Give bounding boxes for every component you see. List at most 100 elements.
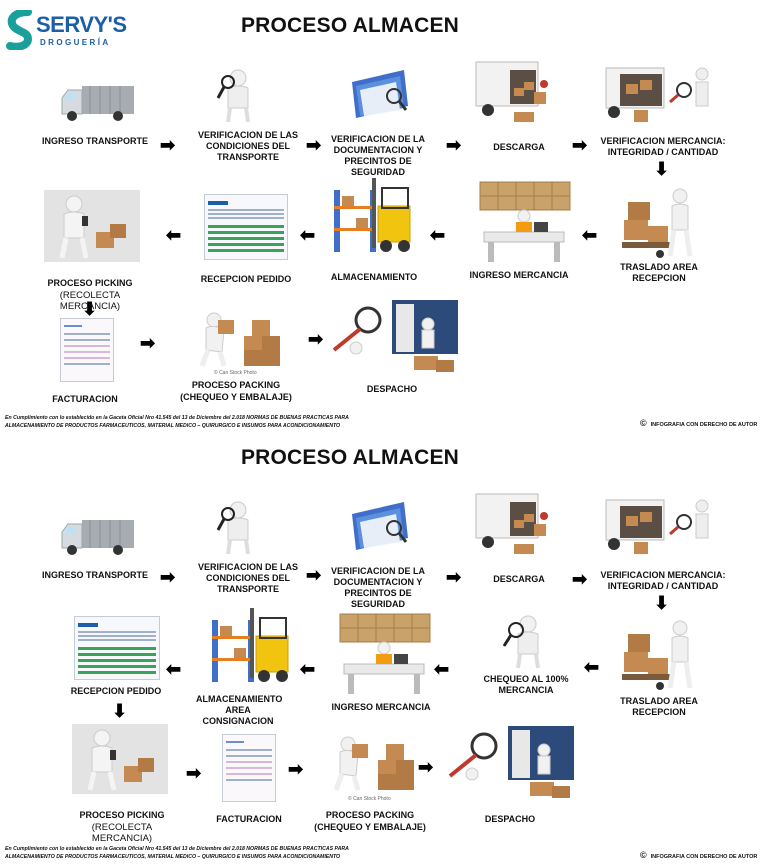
bottom-arrow-right: ➡ — [160, 567, 176, 587]
top-goods-entry-desk-icon — [479, 181, 571, 262]
bottom-packing-person-icon — [333, 736, 414, 791]
bottom-arrow-left: ⬅ — [584, 657, 600, 677]
top-label-ingreso-mercancia: INGRESO MERCANCIA — [469, 270, 569, 280]
bottom-footer-line2: ALMACENAMIENTO DE PRODUCTOS FARMACEUTICO… — [5, 854, 341, 860]
top-label-proceso-packing-sub: (CHEQUEO Y EMBALAJE) — [180, 392, 292, 402]
top-dispatch-truck-icon — [332, 300, 458, 372]
top-label-almacenamiento: ALMACENAMIENTO — [330, 272, 418, 282]
top-inspector-magnifier-icon — [216, 69, 250, 122]
bottom-inspector-magnifier-icon — [216, 501, 250, 554]
top-arrow-left: ⬅ — [430, 225, 446, 245]
bottom-label-despacho: DESPACHO — [484, 814, 536, 824]
top-verify-goods-icon — [605, 67, 709, 122]
top-arrow-left: ⬅ — [300, 225, 316, 245]
top-forklift-icon — [334, 178, 411, 252]
bottom-label-proceso-packing: PROCESO PACKING — [325, 810, 415, 820]
top-label-proceso-picking: PROCESO PICKING — [47, 278, 133, 288]
bottom-arrow-right: ➡ — [446, 567, 462, 587]
copyright-text: INFOGRAFIA CON DERECHO DE AUTOR — [650, 422, 758, 428]
bottom-footer-line1: En Cumplimiento con lo establecido en la… — [5, 846, 349, 852]
bottom-label-verificacion-mercancia: VERIFICACION MERCANCIA: INTEGRIDAD / CAN… — [600, 570, 726, 591]
bottom-label-ingreso-transporte: INGRESO TRANSPORTE — [41, 570, 148, 580]
bottom-forklift-icon — [212, 608, 289, 682]
bottom-label-proceso-picking: PROCESO PICKING — [79, 810, 165, 820]
top-footer-line2: ALMACENAMIENTO DE PRODUCTOS FARMACEUTICO… — [5, 423, 341, 429]
bottom-arrow-right: ➡ — [418, 757, 434, 777]
top-label-verificacion-condiciones: VERIFICACION DE LAS CONDICIONES DEL TRAN… — [197, 130, 298, 162]
top-label-proceso-packing: PROCESO PACKING — [191, 380, 281, 390]
copyright-icon: © — [640, 418, 647, 428]
top-watermark: © Can Stock Photo — [214, 370, 257, 376]
copyright-text: INFOGRAFIA CON DERECHO DE AUTOR — [650, 854, 758, 860]
bottom-arrow-down: ⬇ — [654, 593, 670, 613]
top-arrow-right: ➡ — [446, 135, 462, 155]
bottom-label-verificacion-condiciones: VERIFICACION DE LAS CONDICIONES DEL TRAN… — [197, 562, 298, 594]
bottom-goods-entry-desk-icon — [339, 613, 431, 694]
top-arrow-right: ➡ — [160, 135, 176, 155]
bottom-label-chequeo: CHEQUEO AL 100% MERCANCIA — [483, 674, 569, 695]
bottom-label-traslado-area: TRASLADO AREA RECEPCION — [620, 696, 698, 717]
bottom-copyright: ©INFOGRAFIA CON DERECHO DE AUTOR — [640, 850, 757, 860]
bottom-label-recepcion-pedido: RECEPCION PEDIDO — [70, 686, 162, 696]
bottom-arrow-right: ➡ — [186, 763, 202, 783]
bottom-invoice-document — [222, 734, 276, 802]
bottom-hand-truck-icon — [622, 620, 693, 690]
top-footer-line1: En Cumplimiento con lo establecido en la… — [5, 415, 349, 421]
top-label-verificacion-mercancia: VERIFICACION MERCANCIA: INTEGRIDAD / CAN… — [600, 136, 726, 157]
logo-subtitle-text: DROGUERÍA — [40, 38, 111, 47]
bottom-unloading-truck-icon — [475, 493, 548, 554]
top-copyright: ©INFOGRAFIA CON DERECHO DE AUTOR — [640, 418, 757, 428]
top-arrow-left: ⬅ — [582, 225, 598, 245]
bottom-check-magnifier-icon — [502, 615, 540, 668]
bottom-arrow-down: ⬇ — [112, 701, 128, 721]
top-packing-person-icon — [199, 312, 280, 367]
top-arrow-down: ⬇ — [654, 159, 670, 179]
top-label-facturacion: FACTURACION — [52, 394, 118, 404]
bottom-label-descarga: DESCARGA — [493, 574, 545, 584]
top-folders-icon — [352, 70, 408, 118]
bottom-watermark: © Can Stock Photo — [348, 796, 391, 802]
top-title: PROCESO ALMACEN — [240, 14, 460, 37]
copyright-icon: © — [640, 850, 647, 860]
top-label-proceso-picking-sub: (RECOLECTA MERCANCIA) — [59, 290, 121, 312]
top-arrow-down: ⬇ — [82, 299, 98, 319]
logo-emblem-icon — [6, 10, 33, 50]
top-arrow-right: ➡ — [140, 333, 156, 353]
top-arrow-right: ➡ — [306, 135, 322, 155]
bottom-arrow-right: ➡ — [306, 565, 322, 585]
bottom-label-verificacion-documentacion: VERIFICACION DE LA DOCUMENTACION Y PRECI… — [330, 566, 425, 609]
top-label-ingreso-transporte: INGRESO TRANSPORTE — [41, 136, 148, 146]
bottom-verify-goods-icon — [605, 499, 709, 554]
top-picking-person-icon — [44, 190, 140, 262]
bottom-arrow-left: ⬅ — [166, 659, 182, 679]
bottom-label-facturacion: FACTURACION — [216, 814, 282, 824]
bottom-label-proceso-picking-sub: (RECOLECTA MERCANCIA) — [91, 822, 153, 844]
top-hand-truck-icon — [622, 188, 693, 258]
bottom-arrow-right: ➡ — [572, 569, 588, 589]
top-label-traslado-area: TRASLADO AREA RECEPCION — [620, 262, 698, 283]
top-arrow-right: ➡ — [308, 329, 324, 349]
bottom-arrow-left: ⬅ — [434, 659, 450, 679]
bottom-folders-icon — [352, 502, 408, 550]
logo-brand-text: SERVY'S — [36, 12, 127, 37]
top-label-despacho: DESPACHO — [366, 384, 418, 394]
bottom-order-document — [74, 616, 160, 680]
top-truck-icon — [61, 86, 134, 121]
top-label-recepcion-pedido: RECEPCION PEDIDO — [200, 274, 292, 284]
bottom-label-ingreso-mercancia: INGRESO MERCANCIA — [331, 702, 431, 712]
top-arrow-right: ➡ — [572, 135, 588, 155]
top-order-document — [204, 194, 288, 260]
bottom-label-proceso-packing-sub: (CHEQUEO Y EMBALAJE) — [314, 822, 426, 832]
bottom-label-almacenamiento: ALMACENAMIENTO AREA CONSIGNACION — [196, 694, 283, 726]
top-label-verificacion-documentacion: VERIFICACION DE LA DOCUMENTACION Y PRECI… — [330, 134, 425, 177]
bottom-picking-person-icon — [72, 724, 168, 794]
bottom-title: PROCESO ALMACEN — [240, 446, 460, 469]
servys-logo: SERVY'S DROGUERÍA — [6, 8, 131, 54]
top-unloading-truck-icon — [475, 61, 548, 122]
bottom-arrow-left: ⬅ — [300, 659, 316, 679]
top-invoice-document — [60, 318, 114, 382]
bottom-truck-icon — [61, 520, 134, 555]
bottom-arrow-right: ➡ — [288, 759, 304, 779]
bottom-dispatch-truck-icon — [448, 726, 574, 798]
top-label-descarga: DESCARGA — [493, 142, 545, 152]
